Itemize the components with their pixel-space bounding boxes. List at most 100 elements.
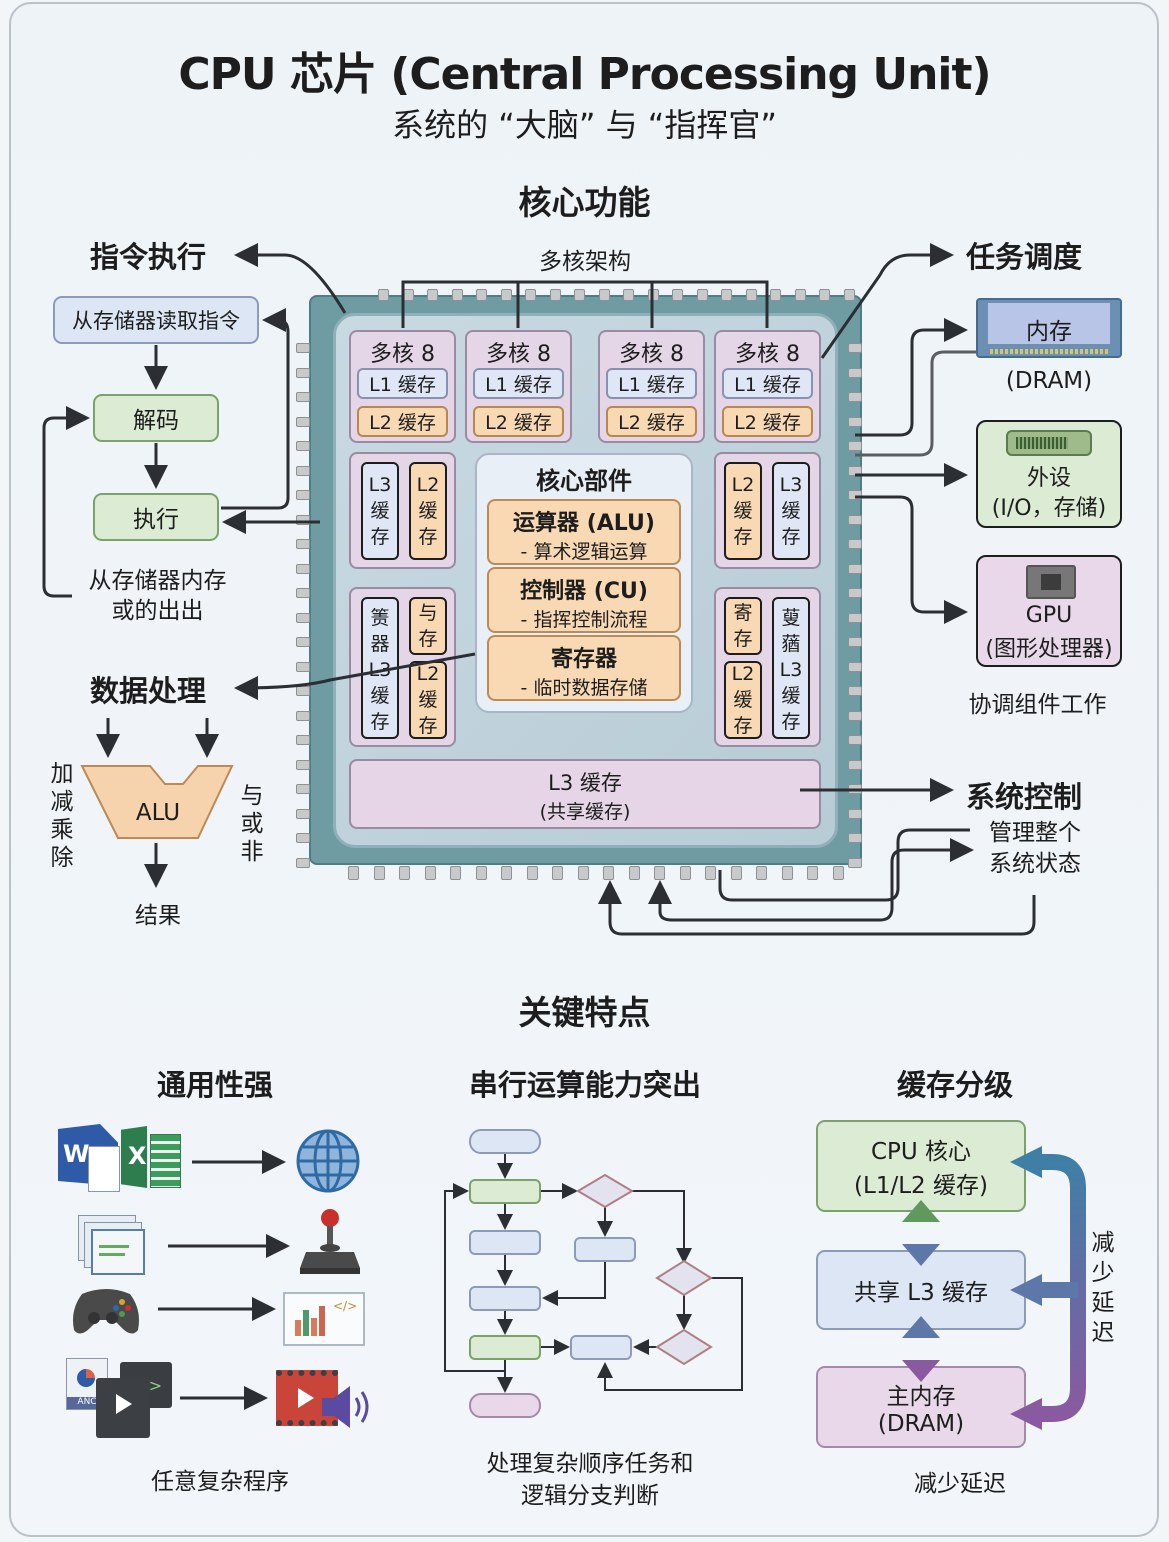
chip-pin [770,289,781,301]
chip-pin [745,289,757,301]
caption-line-1: 处理复杂顺序任务和 [486,1451,694,1477]
component-desc: - 算术逻辑运算 [520,541,648,563]
chip-pin [348,866,359,880]
caption-line-2: 逻辑分支判断 [521,1483,659,1509]
section-title-key-features: 关键特点 [518,993,651,1032]
cache-level-dram: 主内存 (DRAM) [816,1366,1026,1448]
chip-pin [848,465,862,476]
chip-pin [705,866,716,880]
col-text: 器 [370,633,390,655]
shared-l3-cache: L3 缓存 (共享缓存) [349,759,821,829]
chip-pin [296,490,310,500]
gamepad-icon [73,1289,139,1334]
note-line-2: 或的出出 [111,598,204,624]
core-components-title: 核心部件 [536,467,632,495]
col-text: L3 [368,659,392,681]
chip-pin [598,289,610,301]
col-text: 存 [418,715,438,737]
l1-cache: L1 缓存 [357,368,448,399]
chip-pin [296,441,310,451]
feature-cache-title: 缓存分级 [896,1068,1013,1102]
chip-pin [848,637,862,647]
gpu-chip-icon [1026,565,1076,599]
alu-result: 结果 [135,903,181,929]
device-memory-sub: (DRAM) [1005,368,1093,394]
chip-pin [296,343,310,353]
chip-pin [296,514,310,525]
excel-sheet-icon [121,1126,148,1188]
col-text: 存 [370,526,390,548]
col-text: L3 [779,659,803,681]
cache-level-core: CPU 核心 (L1/L2 缓存) [816,1120,1026,1212]
col-text: 存 [418,628,438,650]
chip-pin [526,866,538,880]
flow-process [469,1335,541,1360]
chip-pin [848,514,862,525]
core-block: 多核 8 L1 缓存 L2 缓存 [465,330,572,443]
logic-ops: 与 或 非 [238,782,266,866]
chip-pin [501,866,512,880]
excel-grid [150,1134,181,1188]
chip-pin [296,637,310,647]
cache-level-line2: (L1/L2 缓存) [854,1173,988,1199]
chip-pin [848,661,862,672]
cache-side-label: 减 少 延 迟 [1088,1228,1118,1348]
chip-pin [623,289,634,301]
register-column: 寄存 [724,597,762,655]
task-scheduling-title: 任务调度 [966,240,1083,274]
chip-pin [577,866,589,880]
chip-pin [296,392,310,402]
chip-pin [296,416,310,427]
side-char: 延 [1091,1290,1115,1316]
chip-pin [721,289,732,301]
core-label: 多核 8 [619,342,684,367]
col-text: 存 [370,711,390,733]
l2-cache: L2 缓存 [606,406,697,437]
chip-pin [848,686,862,696]
step-decode: 解码 [93,394,219,442]
col-text: 存 [733,628,753,650]
col-text: L3 [368,474,392,496]
device-gpu-name: GPU [1025,603,1073,628]
chip-pin [848,367,862,378]
cache-level-line1: 共享 L3 缓存 [853,1280,989,1306]
joystick-icon [300,1209,360,1274]
feature-cache-caption: 减少延迟 [914,1471,1006,1497]
chip-pin [475,866,487,880]
chip-pin [756,866,767,880]
chip-pin [450,866,461,880]
side-char: 减 [1091,1230,1115,1256]
chip-pin [296,612,310,623]
chip-pin [500,289,512,301]
flow-process [469,1179,541,1204]
side-char: 迟 [1091,1320,1115,1346]
flow-process [469,1286,541,1311]
op-div: 除 [50,845,74,871]
chip-pin [549,289,561,301]
chip-pin [843,289,855,301]
chip-pin [296,735,310,745]
chip-pin [794,289,806,301]
chip-pin [647,289,659,301]
device-peripherals: 外设 (I/O，存储) [976,420,1122,528]
chip-pin [848,833,862,843]
document-page-icon [88,1146,120,1192]
l2-cache: L2 缓存 [357,406,448,437]
op-or: 或 [240,811,264,837]
page-subtitle: 系统的 “大脑” 与 “指挥官” [392,106,777,144]
device-peripherals-name: 外设 [1026,466,1071,491]
chip-pin [781,866,793,880]
cache-level-l3: 共享 L3 缓存 [816,1250,1026,1330]
chip-pin [424,866,436,880]
col-text: 缓 [733,500,753,522]
chip-pin [848,735,862,745]
col-text: L2 [416,663,440,685]
step-execute: 执行 [93,493,219,541]
small-cache-column: 与存 [409,597,447,655]
chip-pin [807,866,818,880]
